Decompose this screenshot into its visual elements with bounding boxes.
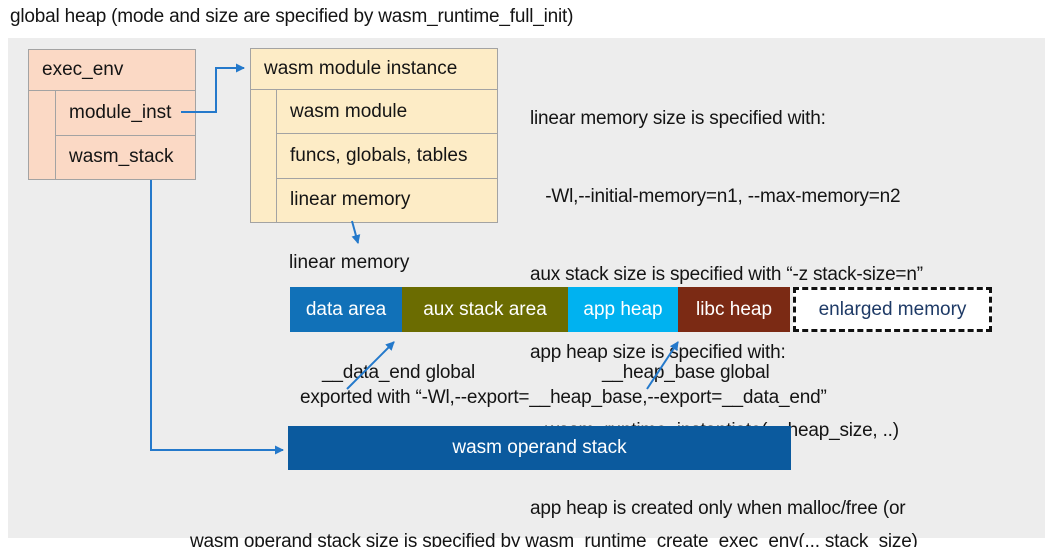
exec-env-box: exec_env module_inst wasm_stack — [28, 49, 196, 180]
export-flags-label: exported with “-Wl,--export=__heap_base,… — [300, 387, 827, 408]
heap-base-global-label: __heap_base global — [602, 362, 770, 383]
note-line: app heap is created only when malloc/fre… — [530, 498, 906, 519]
row-wasm-module: wasm module — [290, 100, 408, 122]
wasm-operand-stack-bar: wasm operand stack — [288, 426, 791, 470]
segment-aux-stack-area: aux stack area — [402, 287, 568, 332]
segment-app-heap: app heap — [568, 287, 678, 332]
note-line: app heap size is specified with: — [530, 342, 786, 363]
module-instance-box: wasm module instance wasm module funcs, … — [250, 48, 498, 223]
row-funcs-globals-tables: funcs, globals, tables — [277, 133, 497, 177]
segment-enlarged-memory: enlarged memory — [793, 287, 992, 332]
exec-env-rows: module_inst wasm_stack — [55, 91, 195, 179]
row-module-inst: module_inst — [69, 101, 172, 123]
note-line: -Wl,--initial-memory=n1, --max-memory=n2 — [530, 186, 901, 207]
segment-libc-heap: libc heap — [678, 287, 790, 332]
linear-memory-label: linear memory — [289, 252, 410, 273]
row-linear-memory: linear memory — [277, 177, 497, 222]
segment-data-area: data area — [290, 287, 402, 332]
linear-memory-bar: data area aux stack area app heap libc h… — [290, 287, 992, 332]
note-line: wasm operand stack size is specified by … — [190, 531, 918, 547]
diagram-title: global heap (mode and size are specified… — [10, 6, 574, 27]
module-instance-header: wasm module instance — [251, 49, 497, 90]
data-end-global-label: __data_end global — [322, 362, 475, 383]
note-line: aux stack size is specified with “-z sta… — [530, 264, 923, 285]
exec-env-header: exec_env — [29, 50, 195, 91]
row-wasm-stack: wasm_stack — [56, 134, 195, 180]
module-instance-rows: wasm module funcs, globals, tables linea… — [276, 90, 497, 222]
note-line: linear memory size is specified with: — [530, 108, 826, 129]
notes-bottom: wasm operand stack size is specified by … — [190, 477, 918, 547]
